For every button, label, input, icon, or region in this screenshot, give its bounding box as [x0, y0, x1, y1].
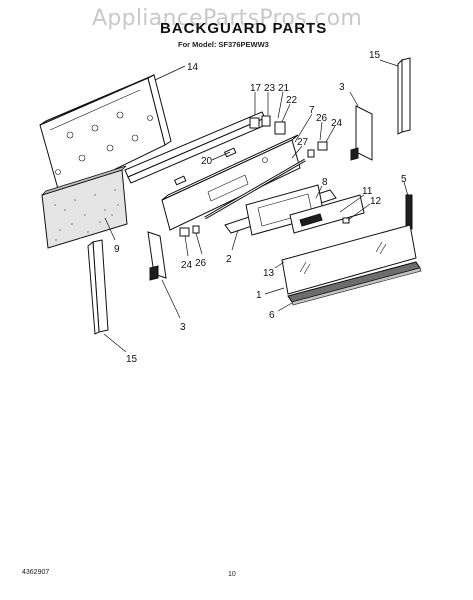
callout-20: 20	[201, 156, 213, 167]
switch-parts-drawing	[249, 115, 286, 135]
side-bracket-left-drawing	[147, 231, 167, 281]
end-strip-drawing	[405, 194, 413, 230]
callout-7: 7	[309, 105, 315, 116]
callout-24-lower: 24	[181, 260, 193, 271]
end-bracket-right-drawing	[397, 57, 411, 135]
callout-15-right: 15	[369, 50, 381, 61]
callout-9: 9	[114, 244, 120, 255]
callout-2: 2	[226, 254, 232, 265]
page-title: BACKGUARD PARTS	[160, 20, 328, 37]
callout-3-right: 3	[339, 82, 345, 93]
callout-5: 5	[401, 174, 407, 185]
leader-lines	[103, 59, 409, 353]
clip-parts-drawing	[173, 147, 237, 186]
callout-1: 1	[256, 290, 262, 301]
callout-27: 27	[297, 137, 309, 148]
callout-17: 17	[250, 83, 262, 94]
callout-8: 8	[322, 177, 328, 188]
bottom-trim-drawing	[287, 261, 422, 306]
fastener-upper-drawing	[307, 141, 328, 158]
callout-3-left: 3	[180, 322, 186, 333]
control-panel-drawing	[161, 134, 301, 231]
callout-14: 14	[187, 62, 199, 73]
callout-13: 13	[263, 268, 275, 279]
end-bracket-left-drawing	[87, 239, 109, 335]
small-clip-drawing	[342, 217, 350, 224]
glass-holder-drawing	[289, 194, 365, 234]
callout-22: 22	[286, 95, 298, 106]
glass-panel-drawing	[281, 224, 417, 295]
page-number: 10	[228, 571, 236, 578]
callout-26: 26	[316, 113, 328, 124]
back-panel-drawing	[39, 74, 172, 197]
watermark: AppliancePartsPros.com	[92, 6, 363, 31]
document-number: 4362907	[22, 569, 50, 576]
model-subtitle: For Model: SF376PEWW3	[178, 40, 269, 49]
callout-21: 21	[278, 83, 290, 94]
callout-23: 23	[264, 83, 276, 94]
side-bracket-right-drawing	[350, 105, 373, 161]
rod-drawing	[204, 158, 306, 220]
callout-12: 12	[370, 196, 382, 207]
callout-15-left: 15	[126, 354, 138, 365]
callout-6: 6	[269, 310, 275, 321]
callout-24: 24	[331, 118, 343, 129]
insulation-pad-drawing	[41, 165, 128, 249]
callout-26-lower: 26	[195, 258, 207, 269]
callout-11: 11	[362, 186, 373, 197]
callout-labels: 14 17 23 21 22 7 26 24 27 20 3 15 8 11 1…	[114, 50, 407, 365]
